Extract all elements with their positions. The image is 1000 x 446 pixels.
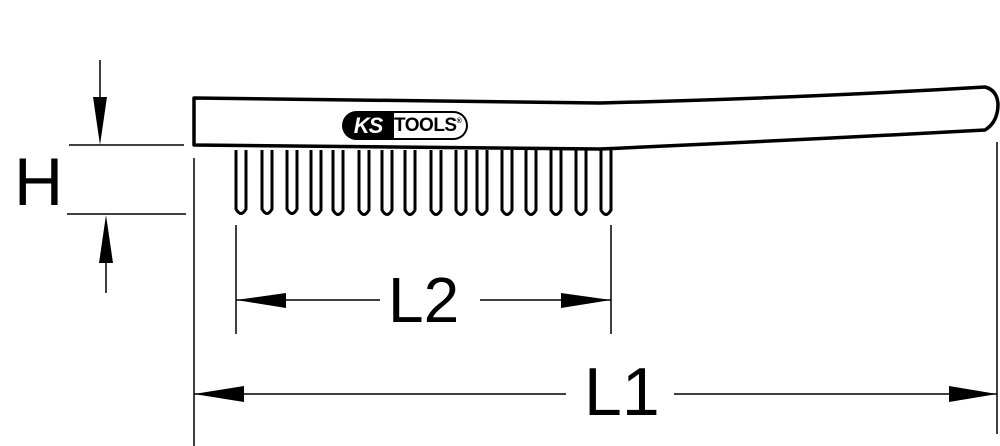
dimension-h	[67, 60, 195, 446]
arrow-left-icon	[236, 293, 286, 308]
arrow-down-icon	[93, 97, 107, 145]
label-l1: L1	[584, 354, 660, 430]
label-h: H	[14, 144, 64, 220]
ks-tools-logo: KS TOOLS®	[342, 111, 468, 140]
logo-ks: KS	[342, 111, 394, 140]
arrow-right-icon	[561, 293, 611, 308]
brush-handle	[192, 85, 1000, 151]
registered-mark: ®	[456, 118, 462, 125]
arrow-right-icon	[949, 386, 997, 402]
label-l2: L2	[388, 264, 460, 336]
logo-tools: TOOLS®	[392, 111, 468, 140]
dimension-l1	[194, 142, 998, 434]
logo-tools-text: TOOLS	[394, 115, 457, 136]
arrow-up-icon	[99, 215, 113, 263]
bristles	[234, 150, 613, 216]
arrow-left-icon	[194, 386, 244, 402]
